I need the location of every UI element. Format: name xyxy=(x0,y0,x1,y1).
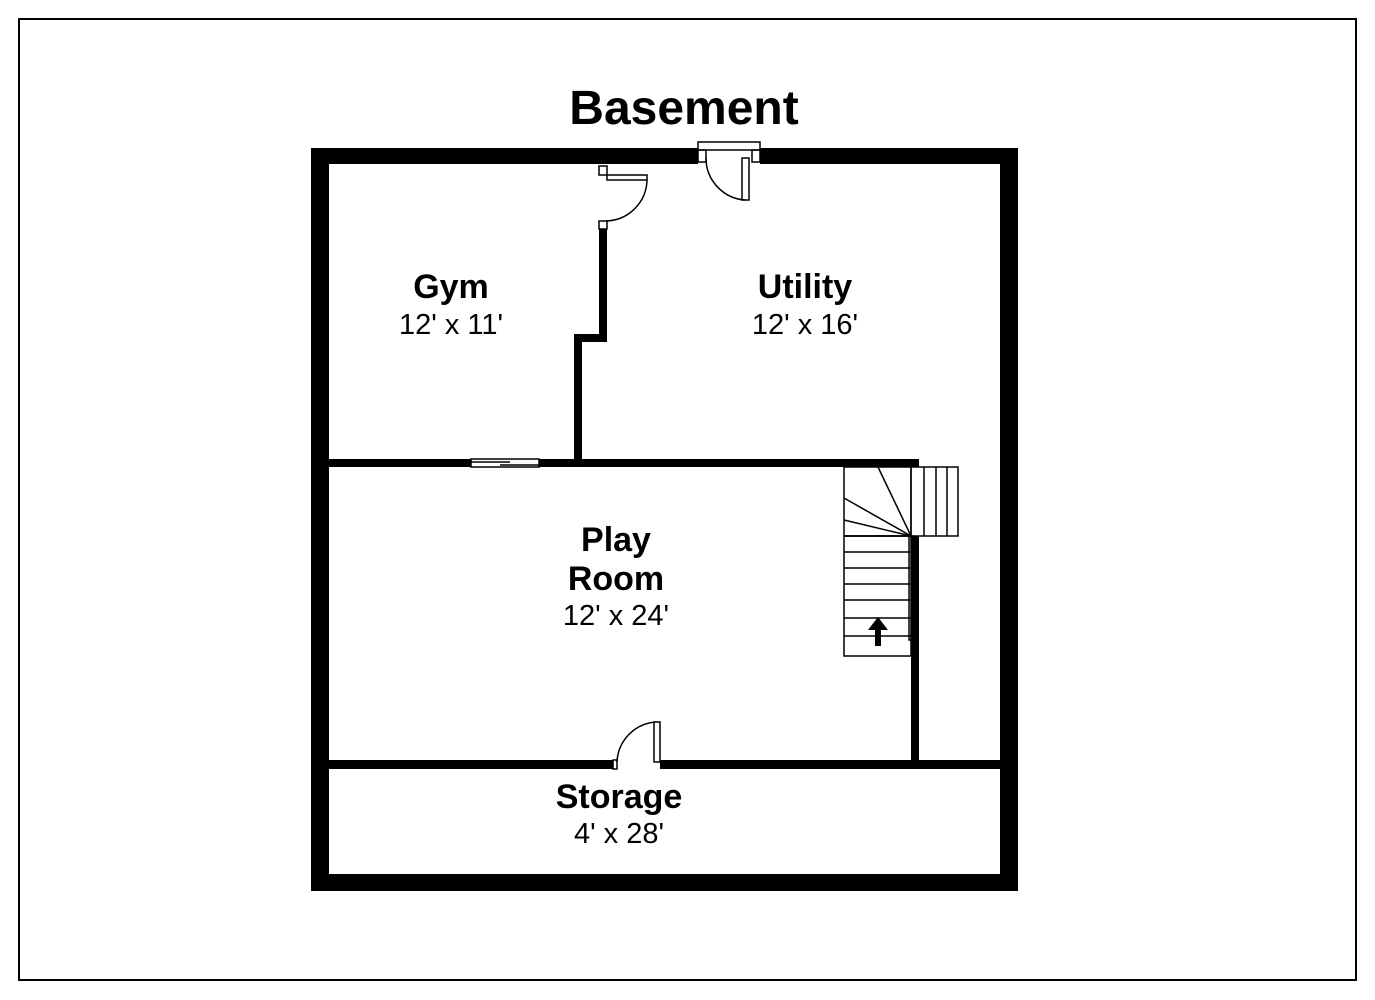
room-name: Utility xyxy=(758,268,853,306)
plan-title: Basement xyxy=(569,82,798,135)
room-name: Storage xyxy=(556,778,683,816)
room-play-room: Play Room 12' x 24' xyxy=(563,521,669,632)
room-storage: Storage 4' x 28' xyxy=(556,778,683,850)
storage-door xyxy=(612,721,661,770)
room-name: Gym xyxy=(413,268,489,306)
page-frame xyxy=(18,18,1357,981)
arrow-up-icon xyxy=(868,617,888,646)
gym-door xyxy=(598,165,648,230)
room-dimensions: 4' x 28' xyxy=(574,818,664,850)
room-utility: Utility 12' x 16' xyxy=(752,268,858,341)
exterior-door xyxy=(697,141,761,201)
room-name: Room xyxy=(568,560,664,598)
room-name: Play xyxy=(581,521,651,559)
staircase xyxy=(843,466,959,657)
room-gym: Gym 12' x 11' xyxy=(399,268,503,341)
interior-walls xyxy=(329,226,1000,769)
room-dimensions: 12' x 24' xyxy=(563,600,669,632)
exterior-walls xyxy=(311,148,1018,891)
room-dimensions: 12' x 11' xyxy=(399,309,503,341)
gym-sliding-door xyxy=(470,458,540,468)
room-dimensions: 12' x 16' xyxy=(752,309,858,341)
